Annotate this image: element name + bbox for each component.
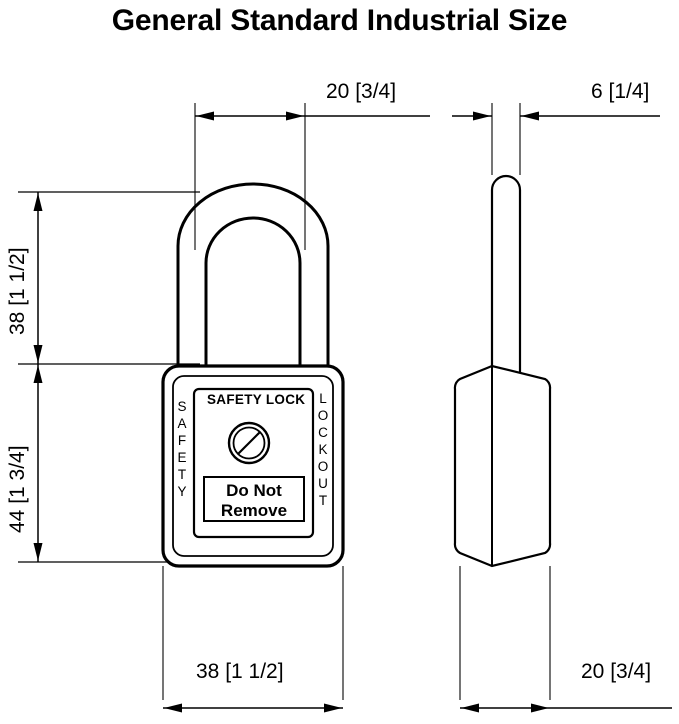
lockout-letter: O — [317, 459, 329, 474]
padlock-shackle-front — [176, 182, 330, 377]
lockout-letter: K — [318, 442, 328, 457]
padlock-body-side — [453, 364, 552, 568]
do-not-remove-line-2: Remove — [220, 501, 288, 520]
safety-letter: E — [177, 450, 187, 465]
dim-label-top-side: 6 [1/4] — [591, 80, 650, 103]
safety-letter: Y — [177, 484, 187, 499]
page-title: General Standard Industrial Size — [111, 4, 568, 37]
do-not-remove-text: Do Not Remove — [204, 481, 304, 521]
lockout-letter: L — [319, 391, 327, 406]
dim-label-left-shackle: 38 [1 1/2] — [6, 247, 29, 335]
dim-label-bottom-side: 20 [3/4] — [581, 660, 652, 683]
dimension-arrows-top-side — [473, 111, 539, 121]
padlock-shackle-side — [490, 174, 522, 397]
safety-letter: S — [177, 399, 187, 414]
dimension-arrows-top-front — [196, 111, 304, 121]
dimension-arrows-bottom-front — [164, 703, 342, 713]
safety-letter: A — [177, 416, 187, 431]
side-view-top-extension-lines — [491, 103, 521, 175]
lockout-letter: O — [317, 408, 329, 423]
left-extension-lines — [18, 191, 200, 563]
lockout-vertical-text: L O C K O U T — [314, 390, 332, 509]
do-not-remove-box — [203, 476, 305, 522]
safety-vertical-text: S A F E T Y — [173, 398, 191, 500]
safety-letter: F — [177, 433, 187, 448]
dimension-arrows-left-shackle — [33, 193, 43, 363]
dim-label-left-body: 44 [1 3/4] — [6, 445, 29, 533]
safety-lock-label: SAFETY LOCK — [207, 392, 306, 407]
prohibition-circle-slash-icon — [227, 421, 271, 465]
safety-letter: T — [177, 467, 187, 482]
dim-label-top-front: 20 [3/4] — [326, 80, 397, 103]
front-view-extension-lines — [162, 103, 344, 700]
lockout-letter: C — [318, 425, 328, 440]
side-view-bottom-extension-lines — [459, 566, 551, 700]
dim-label-bottom-front: 38 [1 1/2] — [196, 660, 284, 683]
dimension-arrows-left-body — [33, 365, 43, 561]
dimension-arrows-bottom-side — [461, 703, 549, 713]
do-not-remove-line-1: Do Not — [226, 481, 282, 500]
lockout-letter: T — [318, 493, 328, 508]
lockout-letter: U — [318, 476, 328, 491]
